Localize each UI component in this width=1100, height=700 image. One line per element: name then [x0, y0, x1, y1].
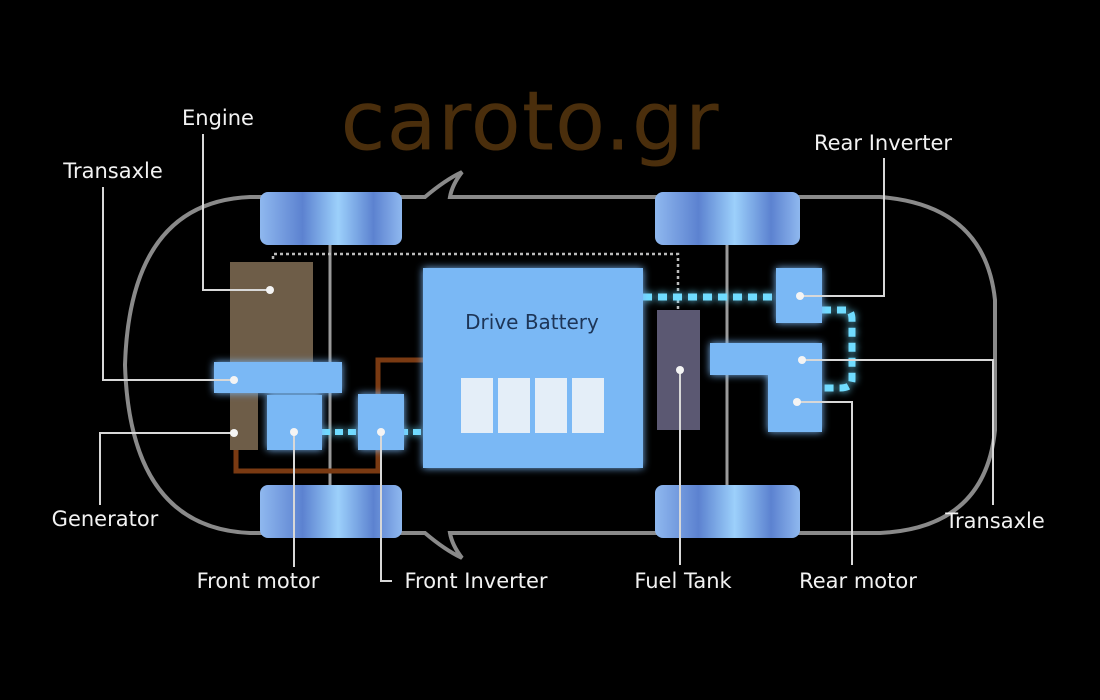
- leader-lines: [99, 134, 994, 582]
- car-body-outline: [122, 170, 997, 560]
- leader-rear-motor: [797, 401, 853, 565]
- battery-cell: [498, 378, 530, 433]
- generator-block: [230, 393, 258, 450]
- generator-wire: [233, 357, 423, 474]
- label-rear-motor: Rear motor: [799, 569, 917, 593]
- label-front-motor: Front motor: [196, 569, 320, 593]
- fuel-line: [271, 252, 680, 310]
- watermark: caroto.gr: [340, 74, 720, 170]
- battery-cell: [461, 378, 493, 433]
- rear-motor-cable: [822, 306, 856, 392]
- battery-cell: [535, 378, 567, 433]
- dot: [676, 366, 684, 374]
- label-rear-inverter: Rear Inverter: [813, 131, 953, 155]
- label-transaxle-rear: Transaxle: [945, 509, 1045, 533]
- drive-battery-label: Drive Battery: [465, 310, 599, 334]
- leader-generator: [99, 432, 234, 505]
- leader-transaxle-rear: [802, 359, 994, 505]
- battery-cells: [461, 378, 604, 433]
- label-front-inverter: Front Inverter: [404, 569, 548, 593]
- dot: [377, 428, 385, 436]
- battery-cell: [572, 378, 604, 433]
- drive-battery: [423, 268, 643, 468]
- dot: [290, 428, 298, 436]
- label-generator: Generator: [51, 507, 159, 531]
- label-transaxle-front: Transaxle: [63, 159, 163, 183]
- label-fuel-tank: Fuel Tank: [634, 569, 732, 593]
- front-left-wheel: [260, 192, 402, 245]
- leader-transaxle-front: [102, 187, 234, 381]
- leader-engine: [202, 134, 270, 291]
- leader-dots: [230, 286, 806, 437]
- leader-front-inverter: [380, 432, 392, 582]
- leader-rear-inverter: [800, 158, 885, 297]
- rear-left-wheel: [655, 192, 800, 245]
- dot: [230, 376, 238, 384]
- dot: [230, 429, 238, 437]
- dot: [266, 286, 274, 294]
- dot: [796, 292, 804, 300]
- dot: [798, 356, 806, 364]
- engine-block: [230, 262, 313, 362]
- label-engine: Engine: [182, 106, 254, 130]
- rear-right-wheel: [655, 485, 800, 538]
- front-right-wheel: [260, 485, 402, 538]
- dot: [793, 398, 801, 406]
